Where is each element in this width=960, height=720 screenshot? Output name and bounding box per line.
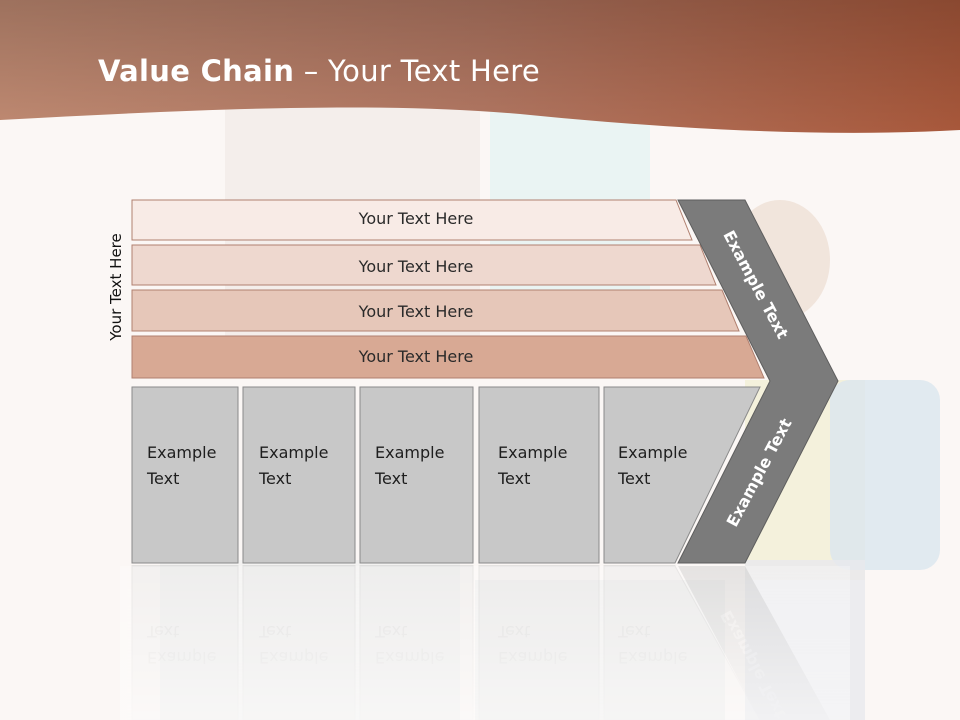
- slide-title: Value Chain – Your Text Here: [98, 54, 540, 88]
- support-bar-1-label: Your Text Here: [358, 209, 474, 228]
- activity-box-1-line2: Text: [146, 469, 179, 488]
- support-bar-2: [131, 244, 717, 286]
- header-banner: [0, 0, 960, 133]
- activity-box-3: [359, 386, 474, 564]
- activity-box-4-line2: Text: [497, 469, 530, 488]
- activity-box-2-line2: Text: [258, 469, 291, 488]
- title-bold: Value Chain: [98, 54, 295, 88]
- title-rest: – Your Text Here: [294, 54, 540, 88]
- activity-box-5-line2: Text: [617, 469, 650, 488]
- support-bar-4-label: Your Text Here: [358, 347, 474, 366]
- activity-box-4: [478, 386, 600, 564]
- activity-box-1-line1: Example: [147, 443, 216, 462]
- primary-activities: Example Text Example Text Example Text E…: [131, 386, 761, 564]
- activity-box-3-line2: Text: [374, 469, 407, 488]
- activity-box-5-line1: Example: [618, 443, 687, 462]
- support-bar-3: [131, 289, 740, 332]
- support-bar-3-label: Your Text Here: [358, 302, 474, 321]
- margin-chevron-shape: [677, 199, 839, 564]
- activity-box-2-line1: Example: [259, 443, 328, 462]
- reflection: Example Text Example Text Example Text E…: [120, 565, 850, 720]
- activity-box-3-line1: Example: [375, 443, 444, 462]
- support-bars: Your Text Here Your Text Here Your Text …: [131, 199, 765, 379]
- activity-box-5: [603, 386, 761, 564]
- activity-box-1: [131, 386, 239, 564]
- support-bar-4: [131, 335, 765, 379]
- support-bar-1: [131, 199, 693, 241]
- support-bar-2-label: Your Text Here: [358, 257, 474, 276]
- activity-box-2: [242, 386, 356, 564]
- activity-box-4-line1: Example: [498, 443, 567, 462]
